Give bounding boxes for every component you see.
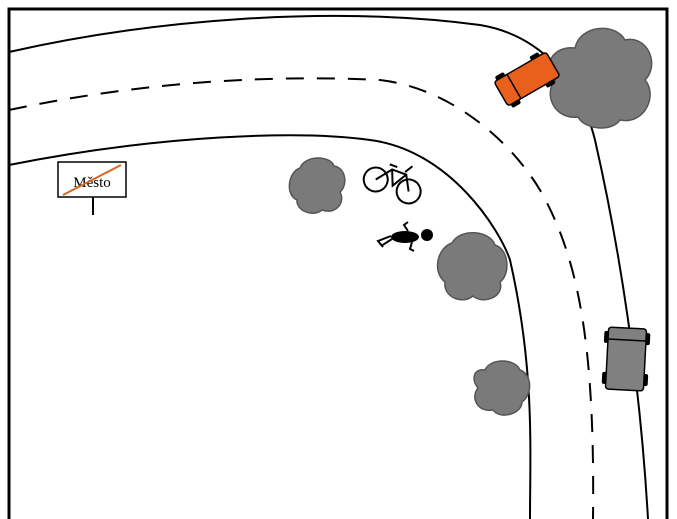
- tree-icon: [288, 157, 346, 214]
- tree-icon: [548, 27, 653, 129]
- town-end-sign: Město: [57, 161, 127, 215]
- tree-small-center: [288, 157, 346, 214]
- car-windshield: [607, 338, 647, 342]
- tree-icon: [473, 360, 531, 416]
- orange-car: [494, 52, 560, 108]
- person-lying-icon: [376, 221, 433, 252]
- bicycle-icon: [375, 163, 414, 192]
- car-icon: [604, 326, 648, 392]
- sign-label: Město: [73, 175, 111, 191]
- pedestrian: [376, 221, 433, 252]
- gray-car: [601, 326, 651, 392]
- tree-small-bottom: [473, 360, 531, 416]
- road-inner-edge: [8, 134, 532, 519]
- sign-strike-line: [62, 164, 122, 196]
- bicycle-wheel: [395, 178, 422, 205]
- tree-medium-road-left: [436, 232, 508, 301]
- tree-icon: [436, 232, 508, 301]
- car-icon: [494, 52, 560, 106]
- car-windshield: [506, 74, 522, 99]
- bicycle: [362, 163, 422, 205]
- road-center-line: [8, 77, 595, 519]
- bicycle-wheel: [362, 166, 389, 193]
- tree-large-top-right: [548, 27, 653, 129]
- frame: [7, 7, 669, 519]
